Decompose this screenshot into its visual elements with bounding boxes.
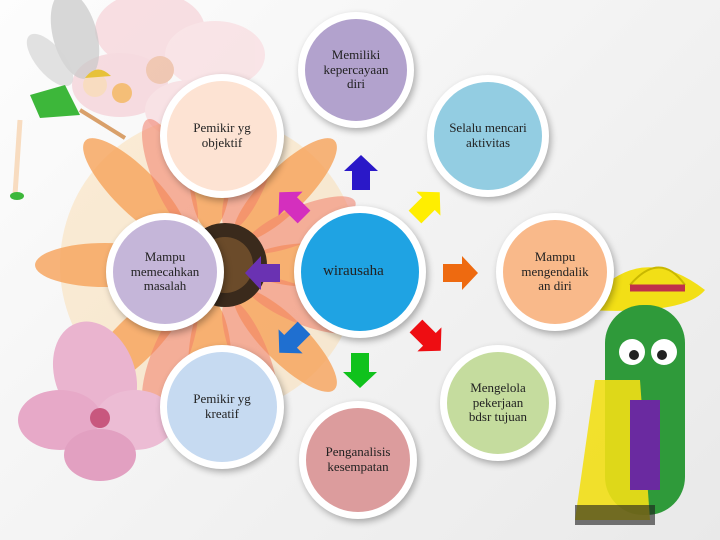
pink-flower-bottom-icon [18, 321, 175, 481]
node-label: Memiliki kepercayaan diri [323, 46, 389, 92]
node-pemikir-kreatif: Pemikir yg kreatif [160, 345, 284, 469]
fairy-icon [10, 0, 132, 200]
node-pemikir-objektif: Pemikir yg objektif [160, 74, 284, 198]
node-label: Mampu mengendalik an diri [521, 248, 589, 294]
node-mengendalikan-diri: Mampu mengendalik an diri [496, 213, 614, 331]
node-label: Penganalisis kesempatan [325, 444, 391, 474]
center-node-label: wirausaha [323, 263, 384, 280]
node-penganalisis-kesempatan: Penganalisis kesempatan [299, 401, 417, 519]
node-label: Mengelola pekerjaan bdsr tujuan [468, 379, 528, 425]
node-label: Selalu mencari aktivitas [449, 120, 527, 150]
node-memecahkan-masalah: Mampu memecahkan masalah [106, 213, 224, 331]
node-label: Pemikir yg kreatif [193, 391, 251, 421]
node-label: Pemikir yg objektif [193, 120, 251, 150]
center-node-wirausaha: wirausaha [294, 206, 426, 338]
node-label: Mampu memecahkan masalah [130, 248, 200, 294]
node-kepercayaan-diri: Memiliki kepercayaan diri [298, 12, 414, 128]
node-mencari-aktivitas: Selalu mencari aktivitas [427, 75, 549, 197]
cartoon-character-icon [575, 266, 705, 525]
node-mengelola-pekerjaan: Mengelola pekerjaan bdsr tujuan [440, 345, 556, 461]
